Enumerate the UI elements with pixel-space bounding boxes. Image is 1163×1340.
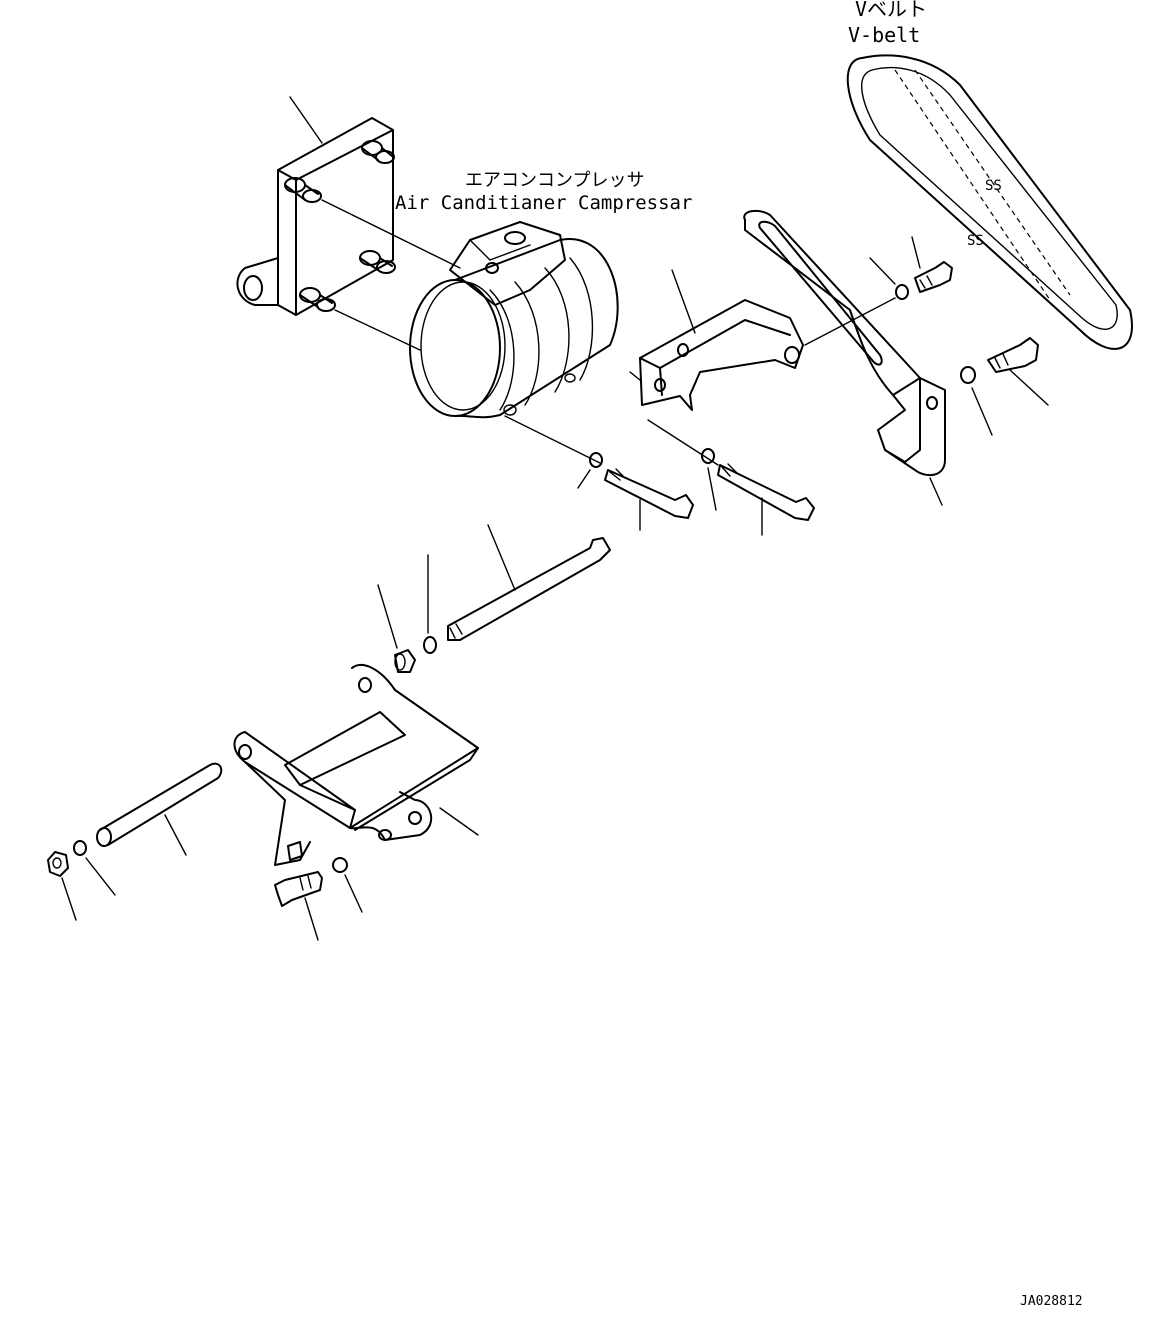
long-bolt [447,537,611,641]
bolt [914,261,953,293]
compressor-label-jp: エアコンコンプレッサ [465,170,644,191]
drawing-code: JA028812 [1020,1294,1083,1309]
stud [361,140,395,164]
nut [47,851,69,877]
vbelt-label-jp: Vベルト [855,0,927,21]
pin [96,762,223,847]
washer [332,857,348,873]
vbelt-icon: SS SS [846,54,1133,350]
washer [960,366,976,384]
compressor-icon [409,221,619,464]
small-bracket [629,269,896,466]
washer [895,284,909,300]
bolt [274,871,323,907]
long-bolt [717,463,815,521]
vbelt-label-en: V-belt [848,23,920,47]
stud [299,287,336,312]
washer [423,636,437,654]
spacer [394,649,416,673]
washer [589,452,603,468]
bolt [987,337,1039,373]
compressor-label-en: Air Canditianer Campressar [395,192,692,214]
adjusting-arm [743,209,946,506]
stud [359,250,396,274]
mounting-plate [236,96,461,351]
lower-bracket [233,663,479,866]
long-bolt [604,468,694,519]
washer [73,840,87,856]
svg-text:SS: SS [985,178,1002,194]
svg-text:SS: SS [967,233,984,249]
stud [284,177,322,203]
washer [701,448,715,464]
